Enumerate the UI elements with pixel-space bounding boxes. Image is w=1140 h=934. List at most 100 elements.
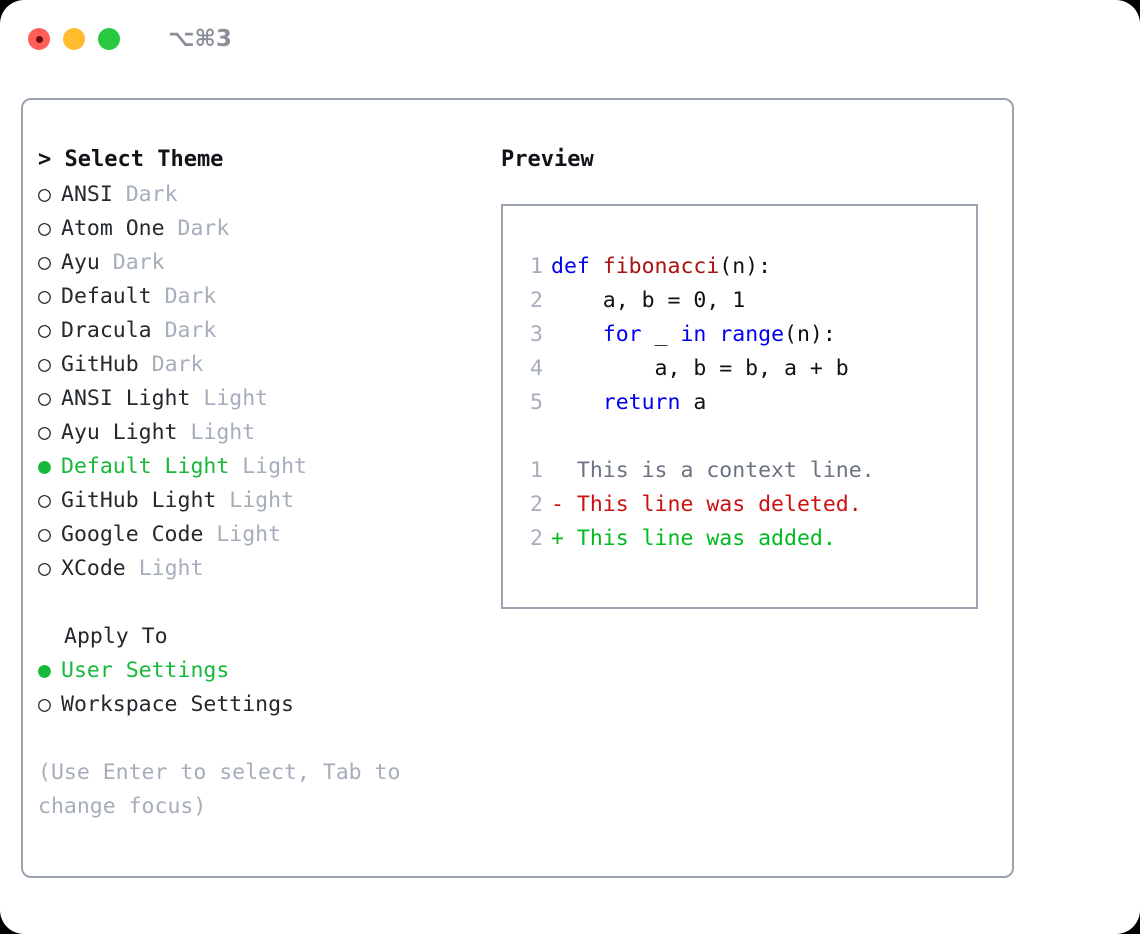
code-token: return xyxy=(602,390,681,415)
theme-name: ANSI Light xyxy=(61,386,191,411)
theme-list-item[interactable]: ○GitHub Light Light xyxy=(38,484,493,518)
code-token: (n): xyxy=(719,254,772,279)
theme-kind-badge: Dark xyxy=(151,352,204,377)
diff-lines: 1 This is a context line.2- This line wa… xyxy=(517,454,967,556)
diff-line: 2 + This line was added. xyxy=(517,522,967,556)
code-token: _ xyxy=(641,322,681,347)
radio-unselected-icon: ○ xyxy=(38,216,51,241)
theme-kind-badge: Light xyxy=(229,488,295,513)
theme-list-item[interactable]: ○ Ayu Light Light xyxy=(38,416,493,450)
theme-name: Atom One xyxy=(61,216,165,241)
traffic-lights xyxy=(28,28,120,50)
diff-text: This line was deleted. xyxy=(576,492,862,517)
code-token: a xyxy=(680,390,707,415)
separator xyxy=(152,284,165,309)
code-line: 2 a, b = 0, 1 xyxy=(517,284,967,318)
maximize-button[interactable] xyxy=(98,28,120,50)
theme-list-item[interactable]: ○Dracula Dark xyxy=(38,314,493,348)
code-line: 3 for _ in range(n): xyxy=(517,318,967,352)
apply-to-list[interactable]: ● User Settings ○ Workspace Settings xyxy=(38,654,493,722)
radio-selected-icon: ● xyxy=(38,454,51,479)
close-icon xyxy=(35,35,43,43)
theme-name: GitHub Light xyxy=(61,488,217,513)
theme-list-item[interactable]: ○Ayu Dark xyxy=(38,246,493,280)
theme-name: ANSI xyxy=(61,182,113,207)
code-token xyxy=(551,390,603,415)
diff-text: This line was added. xyxy=(576,526,836,551)
theme-list-item[interactable]: ○ANSI Dark xyxy=(38,178,493,212)
radio-unselected-icon: ○ xyxy=(38,556,51,581)
radio-unselected-icon: ○ xyxy=(38,522,51,547)
preview-title: Preview xyxy=(501,147,594,172)
spacer xyxy=(517,420,967,454)
select-theme-heading: > Select Theme xyxy=(38,147,224,172)
window-titlebar: ⌥⌘3 xyxy=(0,0,1140,78)
line-number: 1 xyxy=(530,254,543,279)
separator xyxy=(139,352,152,377)
apply-to-option[interactable]: ○ Workspace Settings xyxy=(38,688,493,722)
apply-to-heading: Apply To xyxy=(64,624,168,649)
theme-name: Ayu Light xyxy=(61,420,178,445)
theme-picker-panel: > Select Theme ○ANSI Dark○Atom One Dark○… xyxy=(21,98,1014,878)
diff-marker: + xyxy=(551,526,577,551)
diff-text: This is a context line. xyxy=(576,458,875,483)
theme-list-column: > Select Theme ○ANSI Dark○Atom One Dark○… xyxy=(38,142,493,824)
radio-unselected-icon: ○ xyxy=(38,692,51,717)
theme-kind-badge: Light xyxy=(190,420,256,445)
line-number: 2 xyxy=(530,288,543,313)
theme-name: Google Code xyxy=(61,522,204,547)
code-token: range xyxy=(719,322,785,347)
theme-name: Dracula xyxy=(61,318,152,343)
diff-marker: - xyxy=(551,492,577,517)
theme-list-item[interactable]: ○ANSI Light Light xyxy=(38,382,493,416)
radio-unselected-icon: ○ xyxy=(38,182,51,207)
radio-selected-icon: ● xyxy=(38,658,51,683)
separator xyxy=(100,250,113,275)
theme-kind-badge: Dark xyxy=(177,216,230,241)
code-token: in xyxy=(680,322,707,347)
line-number: 5 xyxy=(530,390,543,415)
theme-list-item[interactable]: ○Default Dark xyxy=(38,280,493,314)
theme-list-item[interactable]: ○Google Code Light xyxy=(38,518,493,552)
theme-kind-badge: Light xyxy=(242,454,307,479)
spacer xyxy=(38,586,493,620)
diff-line: 1 This is a context line. xyxy=(517,454,967,488)
apply-to-label: Workspace Settings xyxy=(61,692,294,717)
theme-list-item[interactable]: ○ XCode Light xyxy=(38,552,493,586)
theme-name: GitHub xyxy=(61,352,139,377)
separator xyxy=(178,420,191,445)
window-title: ⌥⌘3 xyxy=(168,26,232,52)
code-token: (n): xyxy=(784,322,836,347)
minimize-button[interactable] xyxy=(63,28,85,50)
theme-name: Default xyxy=(61,284,152,309)
radio-unselected-icon: ○ xyxy=(38,284,51,309)
separator xyxy=(216,488,229,513)
radio-unselected-icon: ○ xyxy=(38,420,51,445)
radio-unselected-icon: ○ xyxy=(38,352,51,377)
theme-name: XCode xyxy=(61,556,126,581)
theme-kind-badge: Light xyxy=(138,556,204,581)
diff-line: 2- This line was deleted. xyxy=(517,488,967,522)
theme-kind-badge: Light xyxy=(203,386,269,411)
line-number: 2 xyxy=(530,526,543,551)
line-number: 2 xyxy=(530,492,543,517)
close-button[interactable] xyxy=(28,28,50,50)
apply-to-label: User Settings xyxy=(61,658,230,683)
apply-to-option[interactable]: ● User Settings xyxy=(38,654,493,688)
theme-list[interactable]: ○ANSI Dark○Atom One Dark○Ayu Dark○Defaul… xyxy=(38,178,493,586)
separator xyxy=(229,454,242,479)
theme-list-item[interactable]: ● Default Light Light xyxy=(38,450,493,484)
code-token: fibonacci xyxy=(602,254,720,279)
theme-name: Default Light xyxy=(61,454,230,479)
theme-list-item[interactable]: ○ Atom One Dark xyxy=(38,212,493,246)
code-line: 4 a, b = b, a + b xyxy=(517,352,967,386)
separator xyxy=(126,556,139,581)
radio-unselected-icon: ○ xyxy=(38,250,51,275)
theme-list-item[interactable]: ○ GitHub Dark xyxy=(38,348,493,382)
code-token: def xyxy=(551,254,603,279)
code-line: 5 return a xyxy=(517,386,967,420)
